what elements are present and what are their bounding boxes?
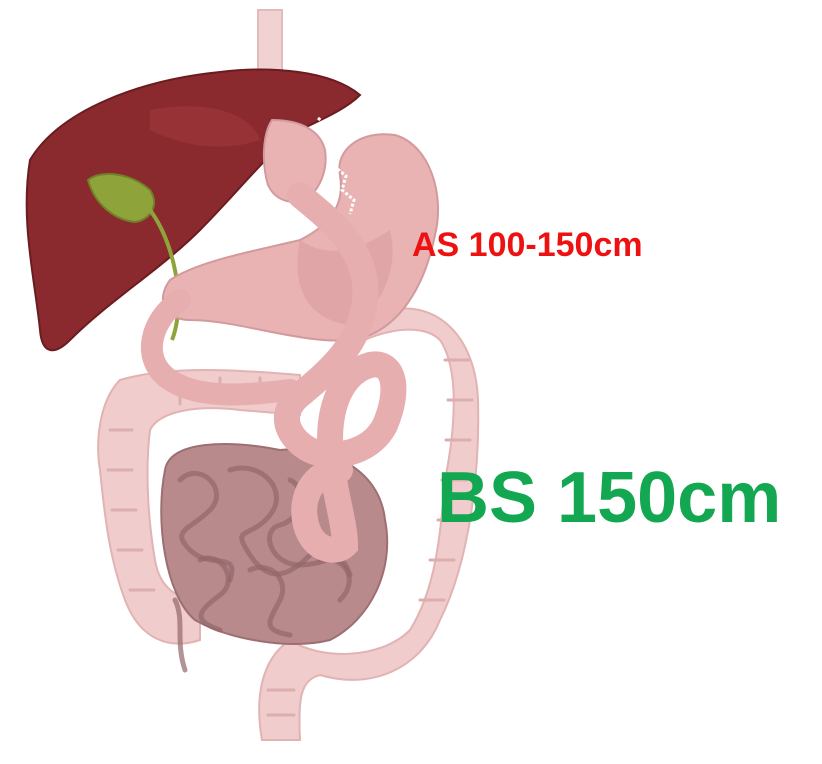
biliopancreatic-segment-label: BS 150cm xyxy=(437,462,781,534)
alimentary-segment-label: AS 100-150cm xyxy=(412,228,643,262)
